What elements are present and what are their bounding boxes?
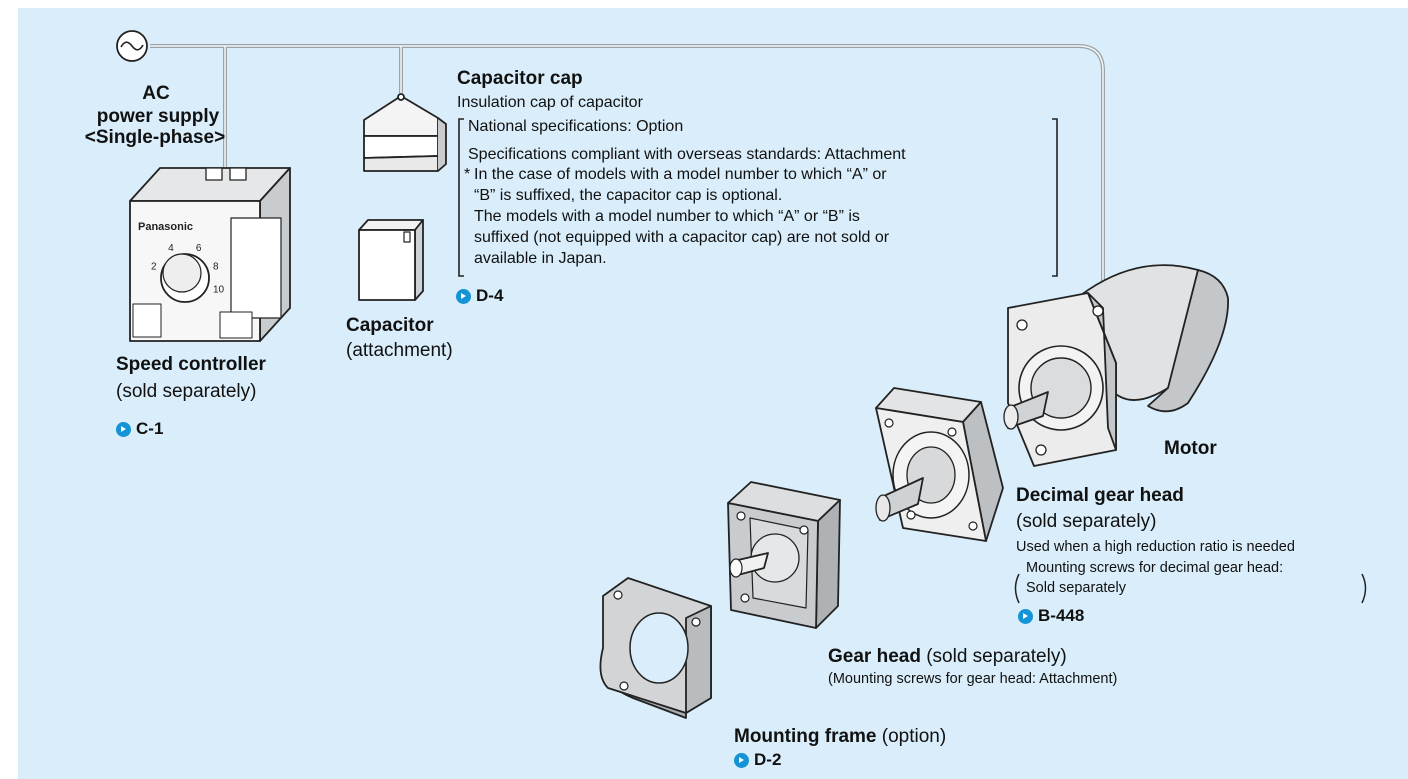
gear-head-screws: (Mounting screws for gear head: Attachme…	[828, 671, 1118, 687]
capacitor-cap-bracket	[458, 118, 1058, 277]
speed-controller-ref-link[interactable]: C-1	[116, 419, 163, 439]
diagram-artwork: Panasonic 24 68 10	[116, 30, 1367, 719]
dial-mark-4: 4	[168, 243, 174, 254]
ref-label: D-2	[754, 750, 782, 769]
dial-mark-2: 2	[151, 262, 157, 273]
capacitor-cap-ref-link[interactable]: D-4	[456, 286, 503, 306]
speed-controller-title: Speed controller	[116, 354, 266, 375]
speed-controller-illustration	[129, 167, 291, 342]
capacitor-cap-note-1: In the case of models with a model numbe…	[474, 166, 887, 183]
capacitor-cap-title: Capacitor cap	[457, 68, 583, 89]
capacitor-illustration	[358, 219, 424, 301]
capacitor-cap-spec-overseas: Specifications compliant with overseas s…	[468, 146, 906, 163]
arrow-right-icon	[116, 421, 131, 437]
capacitor-cap-note-4: suffixed (not equipped with a capacitor …	[474, 229, 890, 246]
arrow-right-icon	[456, 288, 471, 304]
mounting-frame-note: (option)	[876, 726, 947, 747]
decimal-gear-head-ref-link[interactable]: B-448	[1018, 606, 1084, 626]
screws-parentheses	[1014, 573, 1367, 604]
power-supply-label: power supply	[96, 106, 220, 127]
decimal-gear-head-desc: Used when a high reduction ratio is need…	[1016, 539, 1295, 555]
decimal-gear-head-title: Decimal gear head	[1016, 485, 1184, 506]
mounting-frame-title: Mounting frame	[734, 726, 877, 747]
ref-label: D-4	[476, 286, 504, 305]
gear-head-title: Gear head	[828, 646, 921, 667]
dial-mark-10: 10	[213, 284, 225, 295]
dial-mark-8: 8	[213, 262, 219, 273]
controller-brand: Panasonic	[138, 221, 193, 233]
capacitor-title: Capacitor	[346, 315, 434, 336]
single-phase-label: <Single-phase>	[84, 127, 226, 148]
capacitor-cap-note-3: The models with a model number to which …	[474, 208, 860, 225]
motor-title: Motor	[1164, 438, 1217, 459]
ac-source-icon	[116, 30, 148, 62]
dial-marks: 24 68 10	[151, 243, 225, 295]
gear-head-illustration	[727, 481, 841, 629]
capacitor-cap-spec-national: National specifications: Option	[468, 118, 684, 135]
decimal-gear-head-screws-1: Mounting screws for decimal gear head:	[1026, 560, 1284, 576]
capacitor-cap-subtitle: Insulation cap of capacitor	[457, 94, 643, 111]
ref-label: C-1	[136, 419, 164, 438]
capacitor-cap-note-2: “B” is suffixed, the capacitor cap is op…	[474, 187, 783, 204]
speed-controller-note: (sold separately)	[116, 381, 257, 402]
dial-mark-6: 6	[196, 243, 202, 254]
mounting-frame-illustration	[599, 577, 712, 719]
mounting-frame-ref-link[interactable]: D-2	[734, 750, 781, 770]
mounting-frame-label: Mounting frame (option)	[734, 725, 946, 748]
capacitor-cap-note-5: available in Japan.	[474, 250, 607, 267]
capacitor-note: (attachment)	[346, 340, 453, 361]
decimal-gear-head-note: (sold separately)	[1016, 511, 1157, 532]
capacitor-cap-illustration	[363, 93, 447, 172]
gear-head-label: Gear head (sold separately)	[828, 645, 1067, 668]
gear-head-note: (sold separately)	[920, 646, 1067, 667]
motor-illustration	[1003, 264, 1229, 467]
arrow-right-icon	[734, 752, 749, 768]
power-wiring-inner	[150, 45, 1104, 283]
decimal-gear-head-screws-2: Sold separately	[1026, 580, 1126, 596]
asterisk-mark: *	[464, 166, 471, 183]
arrow-right-icon	[1018, 608, 1033, 624]
ac-label: AC	[142, 83, 170, 104]
ref-label: B-448	[1038, 606, 1085, 625]
decimal-gear-head-illustration	[875, 387, 1004, 542]
